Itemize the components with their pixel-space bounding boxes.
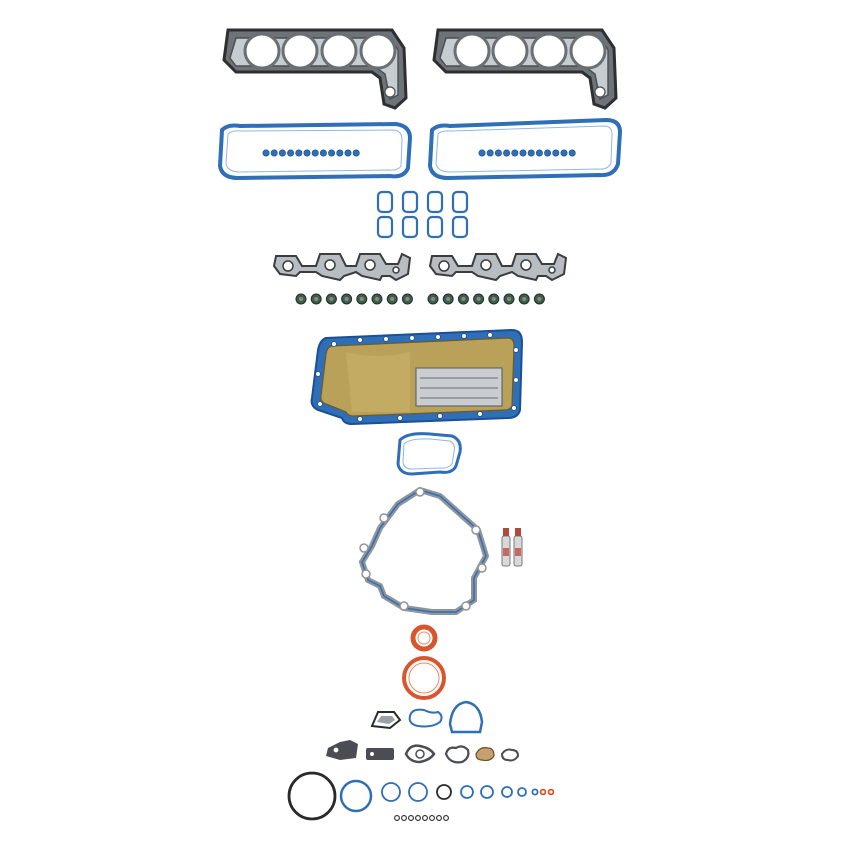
valve-cover-seal-dot — [295, 149, 303, 157]
tiny-o-ring-row — [394, 815, 449, 821]
valve-cover-seal-dot — [336, 149, 344, 157]
o-ring — [501, 786, 513, 798]
o-ring — [531, 788, 539, 796]
tiny-o-ring — [436, 815, 442, 821]
intake-port-seal — [401, 190, 419, 214]
valve-stem-seal-center — [431, 297, 435, 301]
valve-cover-seal-dot — [478, 149, 486, 157]
o-ring — [408, 782, 428, 802]
water-pump-gasket — [396, 432, 462, 476]
o-ring-large-black — [287, 771, 337, 821]
valve-cover-seal-dot — [560, 149, 568, 157]
o-ring — [539, 788, 547, 796]
valve-stem-seal-center — [476, 297, 481, 301]
o-ring — [460, 785, 474, 799]
valve-cover-gasket-left — [217, 121, 413, 181]
valve-stem-seal-center — [491, 297, 496, 301]
rear-main-seal-small — [410, 624, 438, 652]
small-gasket-3 — [448, 700, 484, 734]
valve-stem-seal-center — [299, 297, 303, 301]
o-ring — [436, 784, 452, 800]
tiny-o-ring — [394, 815, 400, 821]
intake-port-seal — [426, 190, 444, 214]
tiny-o-ring — [429, 815, 435, 821]
valve-cover-seal-dot — [494, 149, 502, 157]
valve-cover-seal-dot — [352, 149, 360, 157]
valve-cover-seal-dot — [535, 149, 543, 157]
exhaust-manifold-gasket-right — [428, 252, 568, 282]
intake-port-seal — [451, 215, 469, 239]
valve-stem-seals — [295, 293, 545, 305]
valve-stem-seal-center — [537, 297, 542, 301]
small-gasket-7 — [444, 745, 470, 764]
valve-cover-gasket-right — [427, 117, 623, 181]
rear-main-seal-large — [402, 656, 446, 700]
valve-cover-seal-dot — [503, 149, 511, 157]
o-ring — [480, 785, 494, 799]
o-ring — [381, 782, 401, 802]
tiny-o-ring — [443, 815, 449, 821]
valve-stem-seal-center — [405, 297, 410, 301]
small-gasket-5 — [366, 748, 394, 760]
small-gasket-4 — [326, 740, 358, 760]
intake-port-seal — [401, 215, 419, 239]
valve-cover-seal-dot — [262, 149, 270, 157]
valve-stem-seal-center — [446, 297, 451, 301]
small-gasket-6 — [404, 744, 436, 764]
valve-stem-seal-center — [359, 297, 364, 301]
intake-port-seal — [376, 215, 394, 239]
valve-cover-seal-dot — [568, 149, 576, 157]
valve-cover-seal-dot — [527, 149, 535, 157]
tiny-o-ring — [408, 815, 414, 821]
valve-cover-seal-dot — [544, 149, 552, 157]
valve-stem-seal-center — [344, 297, 349, 301]
tiny-o-ring — [415, 815, 421, 821]
small-gasket-2 — [408, 708, 443, 728]
valve-cover-seal-dot — [486, 149, 494, 157]
o-ring — [547, 788, 555, 796]
intake-port-seals — [376, 190, 469, 239]
tiny-o-ring — [401, 815, 407, 821]
valve-stem-seal-center — [390, 297, 395, 301]
cylinder-head-gasket-right — [432, 28, 618, 110]
o-ring-row — [381, 782, 555, 802]
valve-cover-seal-dot — [270, 149, 278, 157]
valve-cover-seal-row-left — [262, 149, 360, 157]
valve-cover-seal-dot — [552, 149, 560, 157]
oil-pan-gasket — [310, 328, 524, 426]
valve-stem-seal-center — [314, 297, 319, 301]
valve-stem-seal-center — [522, 297, 527, 301]
intake-port-seal — [376, 190, 394, 214]
sealant-tubes — [501, 528, 523, 567]
valve-cover-seal-dot — [287, 149, 295, 157]
valve-cover-seal-dot — [303, 149, 311, 157]
o-ring — [517, 787, 527, 797]
valve-cover-seal-dot — [328, 149, 336, 157]
tiny-o-ring — [422, 815, 428, 821]
valve-cover-seal-dot — [319, 149, 327, 157]
exhaust-manifold-gasket-left — [272, 252, 412, 282]
valve-stem-seal-center — [329, 297, 334, 301]
small-gasket-1 — [370, 711, 402, 730]
valve-stem-seal-center — [375, 297, 379, 301]
valve-cover-seal-row-right — [478, 149, 576, 157]
valve-cover-seal-dot — [511, 149, 519, 157]
small-gasket-8 — [475, 747, 495, 762]
valve-cover-seal-dot — [278, 149, 286, 157]
valve-stem-seal-center — [507, 297, 511, 301]
cylinder-head-gasket-left — [222, 28, 408, 110]
valve-cover-seal-dot — [344, 149, 352, 157]
intake-port-seal — [426, 215, 444, 239]
small-gasket-9 — [500, 748, 520, 762]
valve-cover-seal-dot — [519, 149, 527, 157]
valve-cover-seal-dot — [311, 149, 319, 157]
timing-cover-gasket — [358, 486, 490, 615]
intake-port-seal — [451, 190, 469, 214]
o-ring-large-blue — [339, 779, 373, 813]
valve-stem-seal-center — [461, 297, 466, 301]
